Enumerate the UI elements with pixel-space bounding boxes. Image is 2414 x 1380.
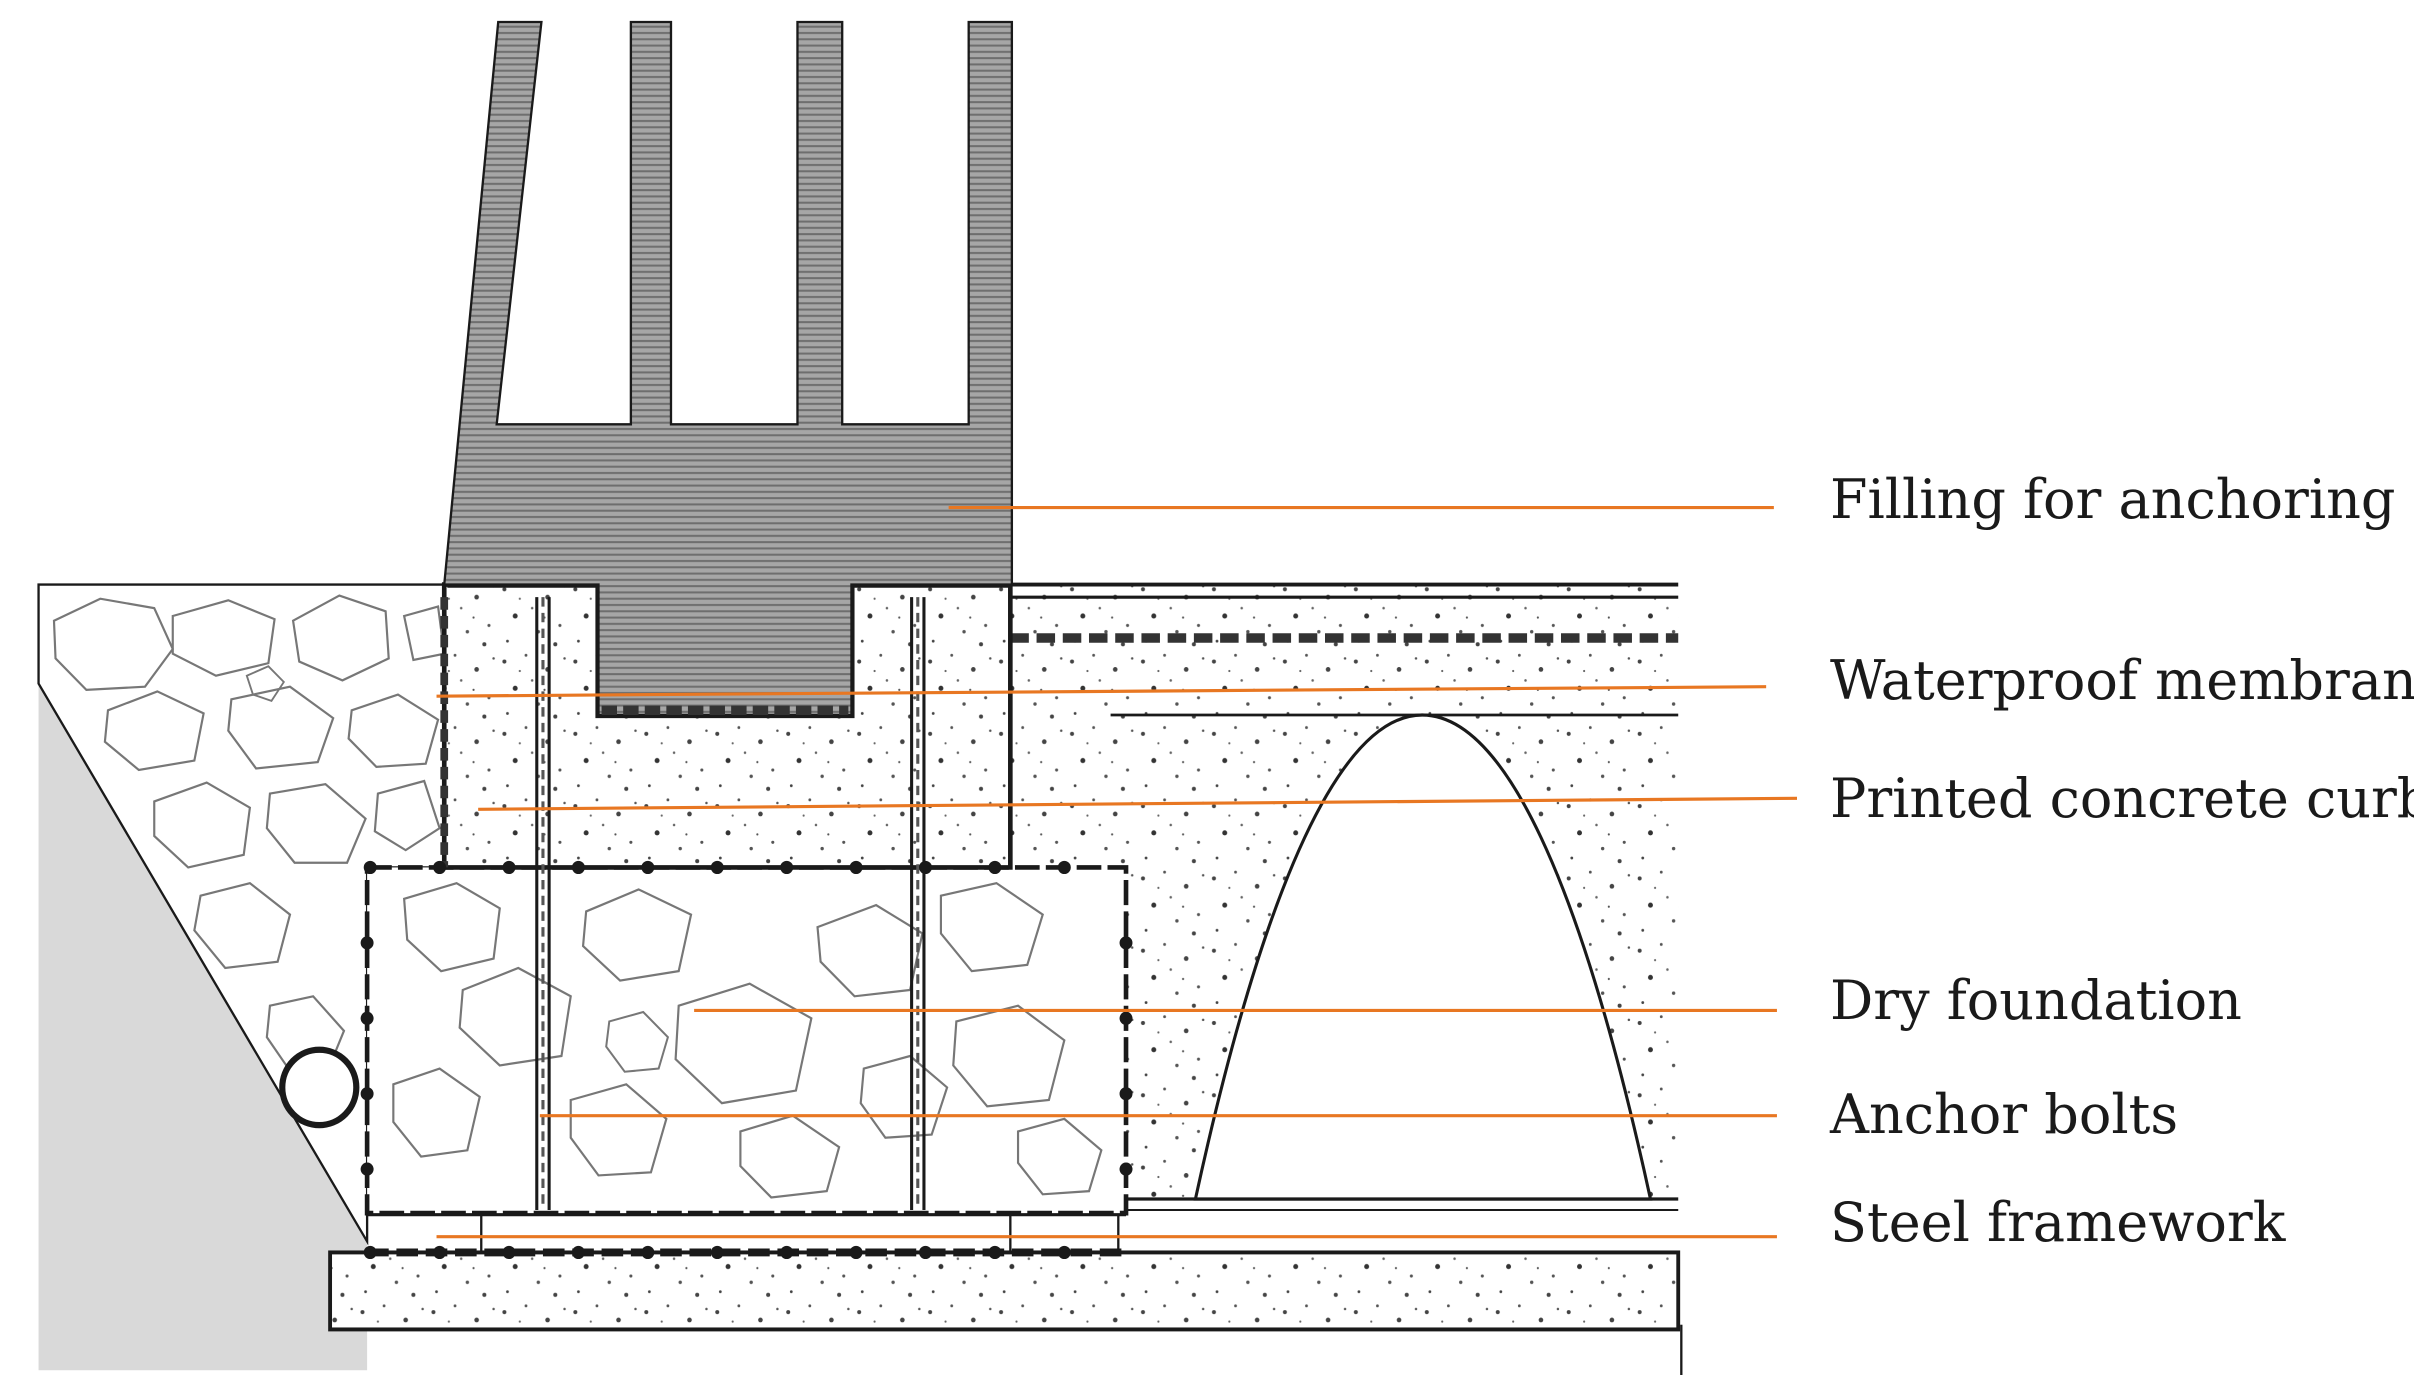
rebar-dot xyxy=(571,1245,585,1260)
rebar-dot xyxy=(363,1245,377,1260)
rebar-dot xyxy=(363,860,377,875)
rebar-dot xyxy=(919,860,932,875)
rebar-dot xyxy=(1119,1162,1133,1176)
rebar-dot xyxy=(360,1087,374,1101)
rebar-dot xyxy=(988,860,1002,875)
leader-lines xyxy=(436,506,1798,1239)
drain-pipe xyxy=(279,1046,360,1129)
rebar-dot xyxy=(502,860,516,875)
rebar-dot xyxy=(571,860,585,875)
rebar-dot xyxy=(710,860,724,875)
rebar-dot xyxy=(433,1245,447,1260)
rebar-dot xyxy=(360,1011,374,1025)
rebar-dot xyxy=(780,1245,794,1260)
leader-line-curb xyxy=(478,796,1798,811)
label-printed-concrete-curb: Printed concrete curb xyxy=(1830,767,2414,830)
rebar-dot xyxy=(849,1245,863,1260)
label-steel-framework: Steel framework xyxy=(1830,1191,2286,1254)
waterproof-membrane-lines xyxy=(440,597,849,868)
label-waterproof-membrane: Waterproof membrane xyxy=(1830,649,2414,712)
parabolic-arch-void xyxy=(1193,713,1653,1201)
soil-embankment xyxy=(38,683,368,1371)
label-dry-foundation: Dry foundation xyxy=(1830,969,2242,1032)
steel-framework-strip xyxy=(367,1213,1127,1257)
rebar-dot xyxy=(1119,1011,1133,1025)
rebar-dot xyxy=(1057,860,1071,875)
rebar-dot xyxy=(641,1245,655,1260)
anchor-bolts xyxy=(535,597,926,1210)
rebar-dot xyxy=(502,1245,516,1260)
rebar-dot xyxy=(780,860,794,875)
label-filling-for-anchoring: Filling for anchoring xyxy=(1830,468,2396,531)
rebar-dots xyxy=(360,860,1133,1260)
anchoring-filling-post xyxy=(442,20,1014,717)
dry-foundation-block xyxy=(364,865,1129,1216)
rebar-dot xyxy=(988,1245,1002,1260)
rebar-dot xyxy=(1057,1245,1071,1260)
leader-line-membrane xyxy=(436,685,1767,698)
rebar-dot xyxy=(710,1245,724,1260)
rebar-dot xyxy=(641,860,655,875)
label-anchor-bolts: Anchor bolts xyxy=(1830,1083,2179,1146)
rebar-dot xyxy=(433,860,447,875)
rebar-dot xyxy=(1119,1087,1133,1101)
rebar-dot xyxy=(360,936,374,950)
rebar-dot xyxy=(919,1245,932,1260)
concrete-base-slab xyxy=(328,1250,1681,1332)
rebar-dot xyxy=(360,1162,374,1176)
rebar-dot xyxy=(849,860,863,875)
rebar-dot xyxy=(1119,936,1133,950)
